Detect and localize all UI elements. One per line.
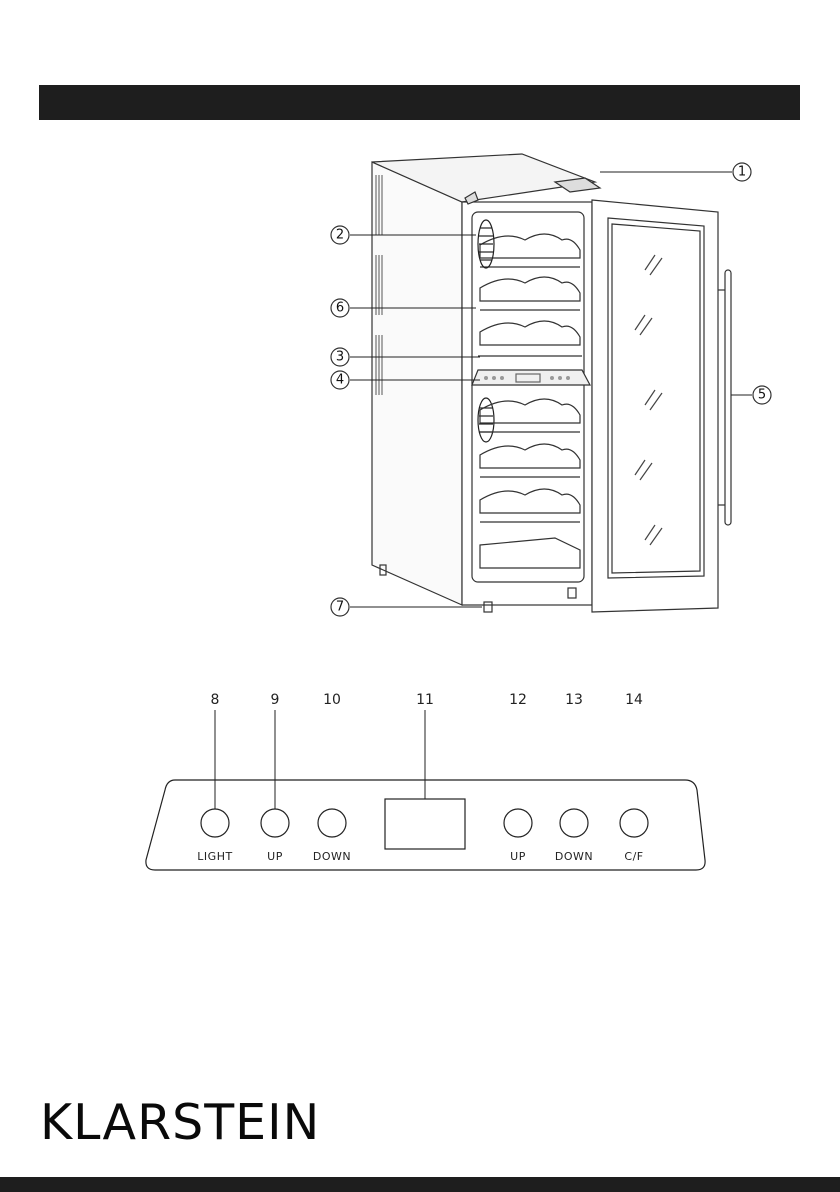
label-light: LIGHT: [197, 850, 232, 863]
door-handle: [718, 270, 731, 525]
callout-num: 7: [336, 600, 344, 615]
label-down-2: DOWN: [555, 850, 593, 863]
control-panel-diagram: 8 9 10 11 12 13 14 LIGHT UP DOWN UP DOWN…: [140, 680, 720, 880]
cf-button[interactable]: [620, 809, 648, 837]
glass-door: [592, 200, 718, 612]
upper-up-button[interactable]: [261, 809, 289, 837]
callout-5: 5: [753, 386, 771, 404]
panel-num-10: 10: [323, 692, 341, 708]
lower-up-button[interactable]: [504, 809, 532, 837]
panel-num-14: 14: [625, 692, 643, 708]
panel-num-8: 8: [211, 692, 220, 708]
callout-num: 2: [336, 228, 344, 243]
wine-fridge-diagram: 1 2 6 3 4 5 7: [300, 140, 800, 630]
label-cf: C/F: [624, 850, 643, 863]
lower-down-button[interactable]: [560, 809, 588, 837]
callout-num: 6: [336, 301, 344, 316]
light-button[interactable]: [201, 809, 229, 837]
panel-leaders: [215, 710, 425, 810]
callout-1: 1: [733, 163, 751, 181]
callout-num: 5: [758, 388, 766, 403]
callout-num: 4: [336, 373, 344, 388]
footer-bar: [0, 1177, 840, 1192]
label-up-2: UP: [510, 850, 526, 863]
brand-logo: KLARSTEIN: [40, 1098, 320, 1147]
callout-num: 3: [336, 350, 344, 365]
panel-num-12: 12: [509, 692, 527, 708]
callout-4: 4: [331, 371, 349, 389]
label-down-1: DOWN: [313, 850, 351, 863]
panel-num-9: 9: [271, 692, 280, 708]
callout-num: 1: [738, 165, 746, 180]
panel-num-13: 13: [565, 692, 583, 708]
callout-2: 2: [331, 226, 349, 244]
upper-down-button[interactable]: [318, 809, 346, 837]
callout-7: 7: [331, 598, 349, 616]
cabinet-side: [372, 162, 462, 605]
header-bar: [39, 85, 800, 120]
control-panel: [472, 370, 590, 385]
label-up-1: UP: [267, 850, 283, 863]
callout-6: 6: [331, 299, 349, 317]
callout-3: 3: [331, 348, 349, 366]
temperature-display: [385, 799, 465, 849]
panel-num-11: 11: [416, 692, 434, 708]
